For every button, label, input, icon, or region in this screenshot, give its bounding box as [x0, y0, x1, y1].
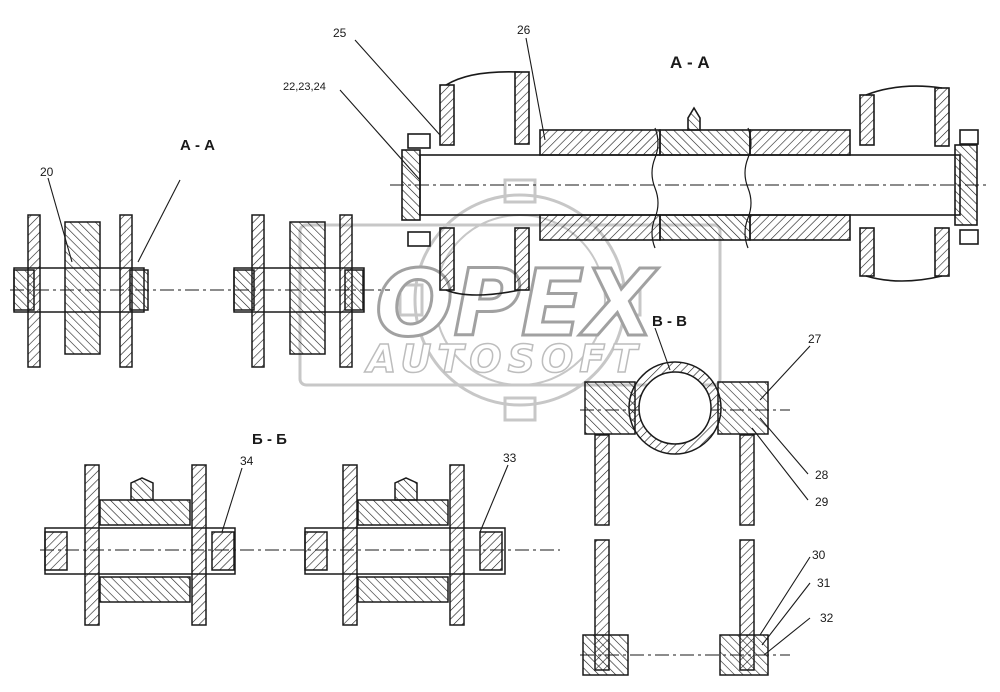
- callout-28: 28: [815, 468, 829, 482]
- callout-25: 25: [333, 26, 347, 40]
- callout-22-24: 22,23,24: [283, 81, 326, 93]
- section-title-bb: Б - Б: [252, 431, 287, 448]
- callout-26: 26: [517, 23, 531, 37]
- callout-20: 20: [40, 165, 54, 179]
- callout-34: 34: [240, 454, 254, 468]
- clamp-section-vv: [580, 361, 790, 676]
- leader-lines: [47, 37, 811, 656]
- watermark-sub: AUTOSOFT: [364, 337, 643, 381]
- section-title-aa-left: А - А: [180, 137, 215, 154]
- pivot-section-bb: [40, 464, 560, 626]
- callout-32: 32: [820, 611, 834, 625]
- section-title-vv: В - В: [652, 313, 687, 330]
- callout-29: 29: [815, 495, 829, 509]
- callout-31: 31: [817, 576, 831, 590]
- shaft-section-top: [390, 70, 990, 296]
- callout-33: 33: [503, 451, 517, 465]
- callout-30: 30: [812, 548, 826, 562]
- pivot-section-left: [10, 214, 390, 368]
- section-title-aa-top: А - А: [670, 53, 710, 72]
- callout-27: 27: [808, 332, 822, 346]
